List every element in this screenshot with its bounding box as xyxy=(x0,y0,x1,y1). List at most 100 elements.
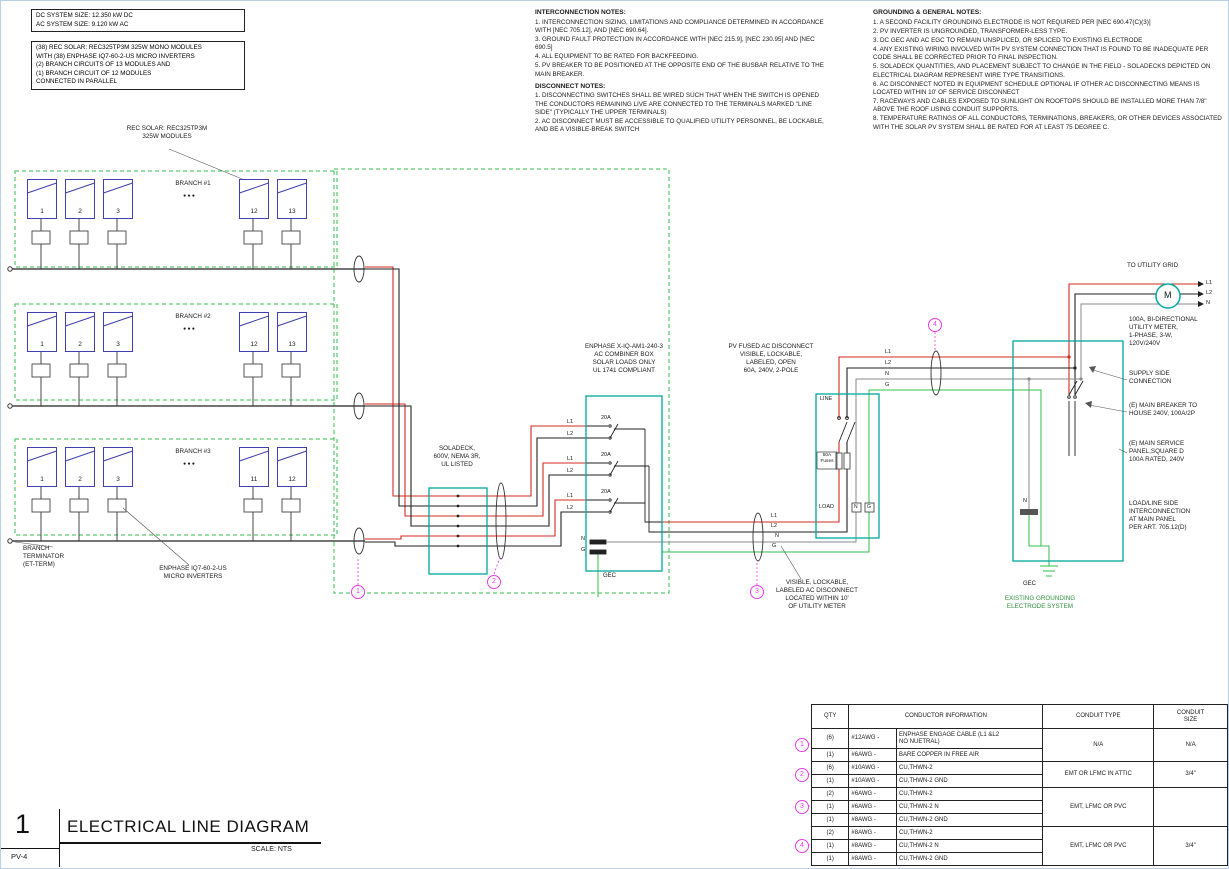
pv-module: 2 xyxy=(65,447,95,487)
wire-n-label: N xyxy=(775,533,779,539)
combiner-ground-label: G xyxy=(581,547,586,553)
drawing-number: 1 xyxy=(15,809,31,839)
system-size-box: DC SYSTEM SIZE: 12.350 kW DC AC SYSTEM S… xyxy=(31,9,245,32)
cell-gauge: #8AWG - xyxy=(848,826,897,840)
module-number: 12 xyxy=(288,476,296,483)
combiner-neutral-label: N xyxy=(581,536,585,542)
note-item: 8. TEMPERATURE RATINGS OF ALL CONDUCTORS… xyxy=(873,115,1222,131)
module-number: 3 xyxy=(116,341,120,348)
breaker-20a-label: 20A xyxy=(601,452,611,458)
cell-qty: (1) xyxy=(810,748,850,762)
micro-inverter-label: ENPHASE IQ7-60-2-US MICRO INVERTERS xyxy=(159,565,227,581)
module-number: 13 xyxy=(288,341,296,348)
drawing-scale: SCALE: NTS xyxy=(251,846,292,853)
branch-3-label: BRANCH #3 xyxy=(175,448,211,455)
cell-qty: (6) xyxy=(810,761,850,775)
meter-m-glyph: M xyxy=(1164,290,1172,300)
module-number: 13 xyxy=(288,208,296,215)
pv-module: 1 xyxy=(27,312,57,352)
continuation-dots: ● ● ● xyxy=(183,326,195,332)
table-row: (1) #8AWG - CU,THWN-2 N xyxy=(810,839,1228,853)
wire-l1-label: L1 xyxy=(567,493,574,499)
cell-qty: (1) xyxy=(810,774,850,788)
cell-conduit-size xyxy=(1153,787,1228,827)
utility-meter-label: 100A, BI-DIRECTIONAL UTILITY METER, 1-PH… xyxy=(1129,316,1198,348)
schedule-callout-4: 4 xyxy=(795,839,809,853)
branch-terminators xyxy=(7,266,13,544)
conduit-callout-3: 3 xyxy=(750,585,764,599)
cell-conduit-type: EMT, LFMC OR PVC xyxy=(1042,826,1155,866)
cell-qty: (1) xyxy=(810,813,850,827)
ac-disconnect-box xyxy=(815,393,880,539)
cell-qty: (2) xyxy=(810,787,850,801)
schedule-header-type: CONDUIT TYPE xyxy=(1042,704,1155,729)
continuation-dots: ● ● ● xyxy=(183,193,195,199)
conduit-callout-4: 4 xyxy=(928,318,942,332)
pv-module: 3 xyxy=(103,447,133,487)
breaker-20a-label: 20A xyxy=(601,489,611,495)
note-item: 7. RACEWAYS AND CABLES EXPOSED TO SUNLIG… xyxy=(873,98,1207,114)
note-item: 1. INTERCONNECTION SIZING, LIMITATIONS A… xyxy=(535,18,824,34)
disconnect-load-label: LOAD xyxy=(819,504,834,510)
l2-conductors xyxy=(365,268,1198,547)
cell-desc: CU,THWN-2 GND xyxy=(895,774,1044,788)
module-number: 2 xyxy=(78,208,82,215)
combiner-box xyxy=(585,395,663,572)
wire-g-label: G xyxy=(885,382,890,388)
wire-n-label: N xyxy=(885,371,889,377)
cell-qty: (1) xyxy=(810,852,850,866)
dc-system-size: DC SYSTEM SIZE: 12.350 kW DC xyxy=(36,12,133,19)
cell-conduit-size: 3/4" xyxy=(1153,761,1228,788)
cell-desc: CU,THWN-2 xyxy=(895,826,1044,840)
module-number: 3 xyxy=(116,476,120,483)
cell-gauge: #6AWG - xyxy=(848,787,897,801)
continuation-dots: ● ● ● xyxy=(183,461,195,467)
cell-desc: CU,THWN-2 GND xyxy=(895,813,1044,827)
wire-g-label: G xyxy=(772,543,777,549)
neutral-conductors xyxy=(662,303,1198,543)
disconnect-notes-title: DISCONNECT NOTES: xyxy=(535,82,606,90)
pv-module: 12 xyxy=(277,447,307,487)
cell-conduit-type: N/A xyxy=(1042,728,1155,762)
wire-l1-label: L1 xyxy=(1206,280,1213,286)
panel-gec-label: GEC xyxy=(1023,581,1037,587)
pv-module: 1 xyxy=(27,179,57,219)
wire-l1-label: L1 xyxy=(567,456,574,462)
conduit-ellipses xyxy=(353,255,942,562)
cell-desc: CU,THWN-2 N xyxy=(895,839,1044,853)
array-desc-line: CONNECTED IN PARALLEL xyxy=(36,78,118,85)
cell-desc: CU,THWN-2 xyxy=(895,787,1044,801)
pv-module: 3 xyxy=(103,312,133,352)
cell-desc: CU,THWN-2 N xyxy=(895,800,1044,814)
branch-1-label: BRANCH #1 xyxy=(175,180,211,187)
cell-desc: BARE COPPER IN FREE AIR xyxy=(895,748,1044,762)
branch-2-label: BRANCH #2 xyxy=(175,313,211,320)
pv-module: 13 xyxy=(277,312,307,352)
cell-gauge: #8AWG - xyxy=(848,852,897,866)
main-panel-label: (E) MAIN SERVICE PANEL,SQUARE D 100A RAT… xyxy=(1129,440,1185,464)
schedule-callout-2: 2 xyxy=(795,768,809,782)
wire-l2-label: L2 xyxy=(885,360,892,366)
grounding-notes: GROUNDING & GENERAL NOTES: 1. A SECOND F… xyxy=(873,5,1225,133)
cell-conduit-type: EMT OR LFMC IN ATTIC xyxy=(1042,761,1155,788)
cell-qty: (6) xyxy=(810,728,850,749)
sheet-divider-line xyxy=(1,848,59,849)
combiner-label: ENPHASE X-IQ-AM1-240-3 AC COMBINER BOX S… xyxy=(584,343,664,375)
title-underline xyxy=(59,842,321,844)
pv-module: 12 xyxy=(239,312,269,352)
combiner-gec-label: GEC xyxy=(603,573,617,579)
pv-module: 13 xyxy=(277,179,307,219)
disconnect-line-label: LINE xyxy=(820,396,833,402)
cell-qty: (1) xyxy=(810,839,850,853)
pv-module: 12 xyxy=(239,179,269,219)
table-row: (1) #8AWG - CU,THWN-2 GND xyxy=(810,852,1228,866)
utility-meter xyxy=(1155,281,1204,309)
wire-l1-label: L1 xyxy=(567,419,574,425)
title-block-divider xyxy=(59,809,60,867)
table-row: (2) #8AWG - CU,THWN-2 EMT, LFMC OR PVC 3… xyxy=(810,826,1228,866)
schedule-header-size: CONDUIT SIZE xyxy=(1153,704,1228,729)
note-item: 3. GROUND FAULT PROTECTION IN ACCORDANCE… xyxy=(535,35,815,52)
pv-disconnect-label: PV FUSED AC DISCONNECT VISIBLE, LOCKABLE… xyxy=(728,343,814,375)
cell-gauge: #10AWG - xyxy=(848,761,897,775)
